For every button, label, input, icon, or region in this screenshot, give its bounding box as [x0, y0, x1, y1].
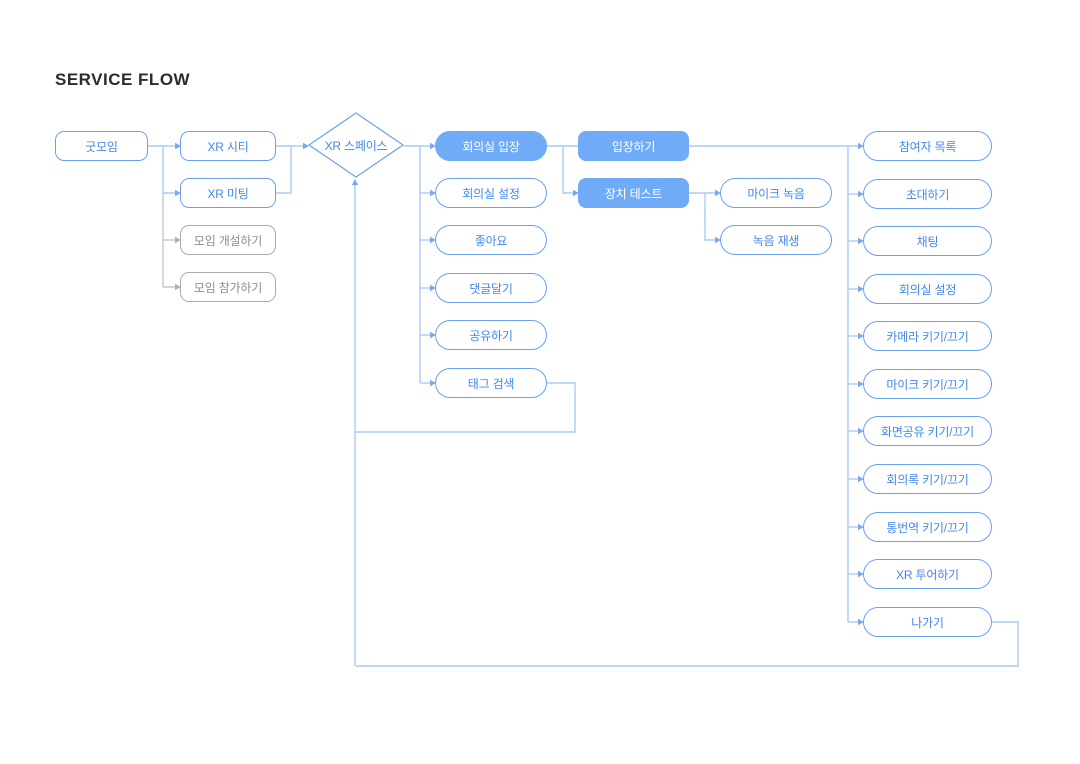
node-tag-search: 태그 검색	[435, 368, 547, 398]
node-minutes-toggle: 회의록 키기/끄기	[863, 464, 992, 494]
node-enter-room: 회의실 입장	[435, 131, 547, 161]
node-like: 좋아요	[435, 225, 547, 255]
node-xr-space: XR 스페이스	[308, 112, 404, 178]
arrowhead-icon	[858, 618, 864, 626]
arrowhead-icon	[175, 236, 181, 244]
node-mic-toggle: 마이크 키기/끄기	[863, 369, 992, 399]
node-invite: 초대하기	[863, 179, 992, 209]
node-room-settings-2: 회의실 설정	[863, 274, 992, 304]
arrowhead-icon	[175, 189, 181, 197]
node-enter: 입장하기	[578, 131, 689, 161]
node-comment: 댓글달기	[435, 273, 547, 303]
node-camera-toggle: 카메라 키기/끄기	[863, 321, 992, 351]
node-record-play: 녹음 재생	[720, 225, 832, 255]
node-room-settings: 회의실 설정	[435, 178, 547, 208]
arrowhead-icon	[858, 237, 864, 245]
connector	[562, 146, 575, 194]
diamond-shape	[308, 112, 404, 178]
arrowhead-icon	[175, 283, 181, 291]
arrowhead-icon	[858, 380, 864, 388]
connector	[162, 193, 177, 241]
arrowhead-icon	[858, 427, 864, 435]
arrowhead-icon	[858, 142, 864, 150]
node-xr-city: XR 시티	[180, 131, 276, 161]
arrowhead-icon	[858, 570, 864, 578]
node-goodmoim: 굿모임	[55, 131, 148, 161]
arrowhead-icon	[715, 236, 721, 244]
node-xr-tour: XR 투어하기	[863, 559, 992, 589]
arrowhead-icon	[430, 331, 436, 339]
arrowhead-icon	[430, 189, 436, 197]
arrowhead-icon	[430, 284, 436, 292]
node-chat: 채팅	[863, 226, 992, 256]
arrowhead-icon	[715, 189, 721, 197]
node-mic-record: 마이크 녹음	[720, 178, 832, 208]
arrowhead-icon	[858, 285, 864, 293]
arrowhead-icon	[430, 236, 436, 244]
node-participants: 참여자 목록	[863, 131, 992, 161]
arrowhead-icon	[303, 142, 309, 150]
node-xr-meeting: XR 미팅	[180, 178, 276, 208]
node-join-meeting: 모임 참가하기	[180, 272, 276, 302]
node-create-meeting: 모임 개설하기	[180, 225, 276, 255]
connector	[356, 382, 576, 433]
connector	[704, 193, 717, 241]
node-share: 공유하기	[435, 320, 547, 350]
connector	[356, 621, 1019, 667]
node-label: XR 스페이스	[324, 138, 388, 153]
arrowhead-icon	[351, 179, 359, 185]
connector	[162, 240, 177, 288]
arrowhead-icon	[430, 379, 436, 387]
node-exit: 나가기	[863, 607, 992, 637]
arrowhead-icon	[430, 142, 436, 150]
arrowhead-icon	[175, 142, 181, 150]
arrowhead-icon	[858, 475, 864, 483]
arrowhead-icon	[858, 523, 864, 531]
connector	[162, 146, 177, 194]
node-device-test: 장치 테스트	[578, 178, 689, 208]
node-translation-toggle: 통번역 키기/끄기	[863, 512, 992, 542]
connector	[276, 147, 292, 194]
arrowhead-icon	[858, 332, 864, 340]
node-screenshare-toggle: 화면공유 키기/끄기	[863, 416, 992, 446]
arrowhead-icon	[858, 190, 864, 198]
page-title: SERVICE FLOW	[55, 70, 191, 89]
arrowhead-icon	[573, 189, 579, 197]
